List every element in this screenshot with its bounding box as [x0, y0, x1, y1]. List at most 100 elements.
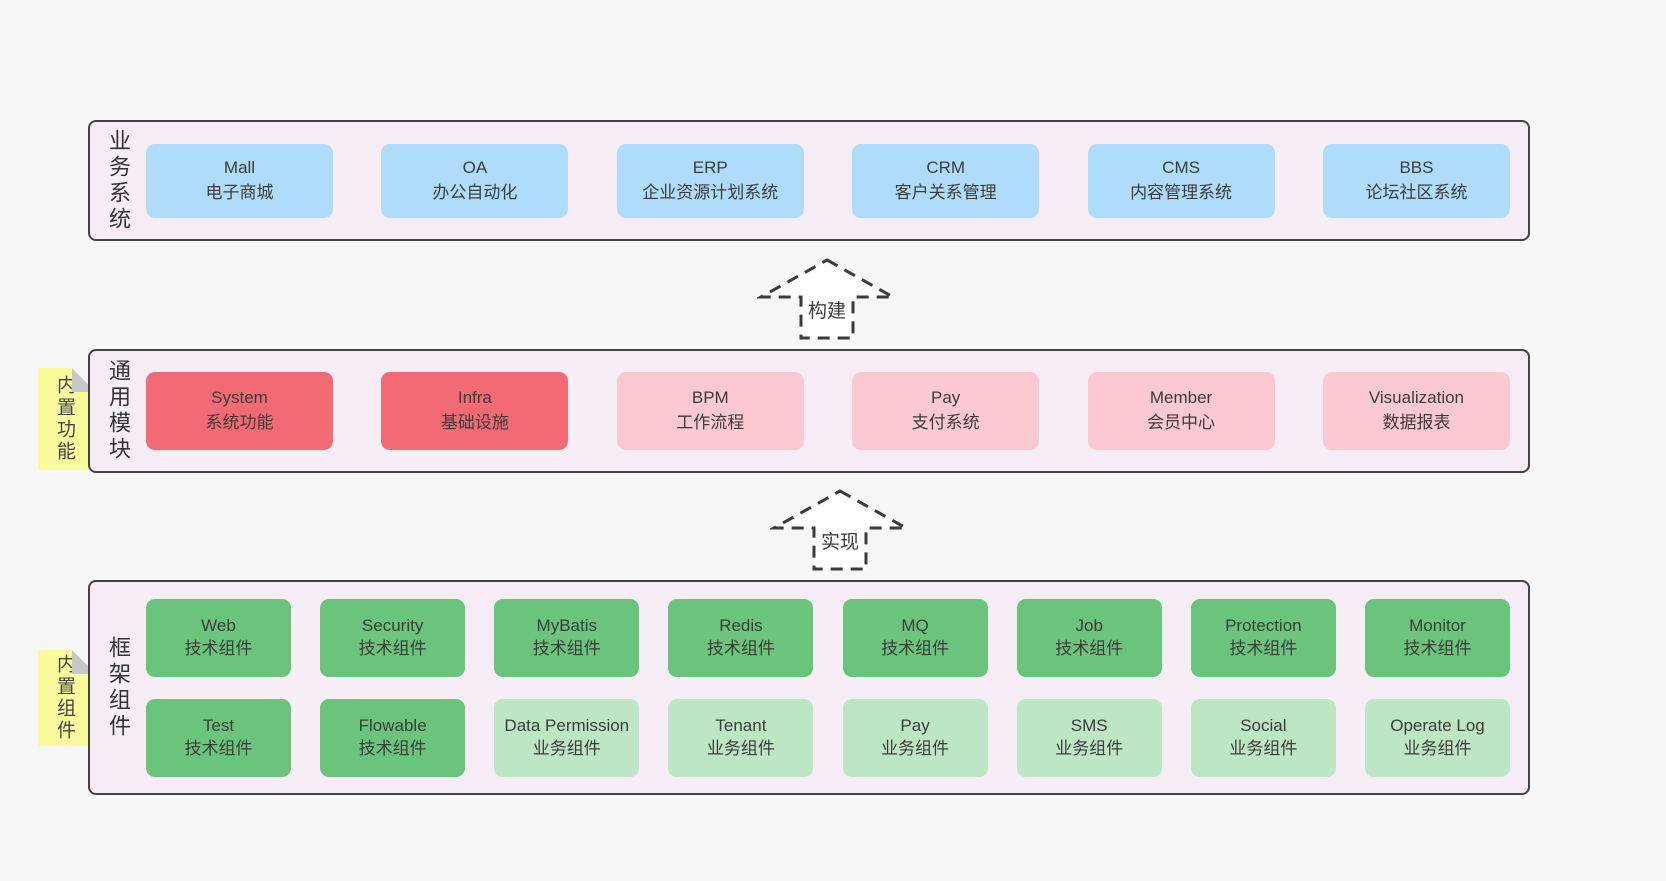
box-protection-name: Protection: [1225, 616, 1302, 636]
sticky-built-in-components-label: 内置组件: [54, 654, 75, 742]
box-visualization-name: Visualization: [1368, 388, 1465, 408]
business-systems-content: Mall 电子商城 OA 办公自动化 ERP 企业资源计划系统 CRM 客户关系…: [146, 122, 1528, 239]
common-modules-label: 通用模块: [106, 359, 131, 463]
box-mall-desc: 电子商城: [205, 182, 274, 202]
box-bpm-name: BPM: [691, 388, 729, 408]
box-bpm: BPM 工作流程: [616, 372, 804, 450]
box-erp-name: ERP: [692, 157, 728, 177]
box-social-desc: 业务组件: [1229, 738, 1298, 758]
box-redis: Redis 技术组件: [668, 598, 814, 677]
box-operate-log-desc: 业务组件: [1403, 738, 1472, 758]
box-web-desc: 技术组件: [184, 638, 253, 658]
box-tenant: Tenant 业务组件: [668, 698, 814, 777]
box-mybatis-name: MyBatis: [536, 616, 598, 636]
box-mybatis-desc: 技术组件: [532, 638, 601, 658]
box-visualization-desc: 数据报表: [1382, 413, 1451, 432]
sticky-built-in-features: 内置功能: [38, 368, 96, 470]
box-member-desc: 会员中心: [1147, 413, 1216, 432]
box-protection: Protection 技术组件: [1190, 598, 1336, 677]
box-bbs-desc: 论坛社区系统: [1365, 182, 1468, 202]
box-oa-desc: 办公自动化: [432, 182, 518, 202]
implement-arrow: 实现: [770, 488, 910, 572]
box-oa-name: OA: [462, 157, 488, 177]
box-test-name: Test: [202, 716, 235, 736]
framework-components-panel: 框架组件 Web 技术组件 Security 技术组件 MyBatis 技术组件…: [88, 580, 1530, 795]
box-sms-name: SMS: [1070, 716, 1108, 736]
box-flowable: Flowable 技术组件: [320, 698, 466, 777]
box-mall-name: Mall: [223, 157, 256, 177]
box-monitor-name: Monitor: [1409, 616, 1466, 636]
box-pay: Pay 支付系统: [852, 372, 1040, 450]
box-job: Job 技术组件: [1016, 598, 1162, 677]
box-pay-biz-name: Pay: [900, 716, 930, 736]
box-job-desc: 技术组件: [1055, 638, 1124, 658]
box-data-permission: Data Permission 业务组件: [494, 698, 640, 777]
box-infra-name: Infra: [457, 388, 492, 408]
box-security: Security 技术组件: [320, 598, 466, 677]
up-arrow-shape: [770, 489, 910, 571]
box-web: Web 技术组件: [146, 598, 291, 677]
box-operate-log-name: Operate Log: [1390, 716, 1485, 736]
up-arrow-shape: [757, 258, 897, 340]
box-member: Member 会员中心: [1087, 372, 1275, 450]
box-sms: SMS 业务组件: [1016, 698, 1162, 777]
box-test-desc: 技术组件: [184, 738, 253, 758]
framework-components-content: Web 技术组件 Security 技术组件 MyBatis 技术组件 Redi…: [146, 582, 1528, 793]
box-monitor: Monitor 技术组件: [1364, 598, 1510, 677]
box-mq-name: MQ: [901, 616, 929, 636]
box-visualization: Visualization 数据报表: [1322, 372, 1510, 450]
box-mall: Mall 电子商城: [146, 143, 333, 218]
business-systems-panel: 业务系统 Mall 电子商城 OA 办公自动化 ERP 企业资源计划系统 CRM…: [88, 120, 1530, 241]
box-monitor-desc: 技术组件: [1403, 638, 1472, 658]
box-data-permission-desc: 业务组件: [532, 738, 601, 758]
box-system-name: System: [211, 388, 268, 408]
box-operate-log: Operate Log 业务组件: [1364, 698, 1510, 777]
box-infra-desc: 基础设施: [440, 413, 509, 432]
build-arrow-label: 构建: [807, 301, 846, 322]
box-crm-name: CRM: [926, 157, 966, 177]
box-infra: Infra 基础设施: [381, 372, 569, 450]
implement-arrow-label: 实现: [820, 532, 859, 553]
box-bbs: BBS 论坛社区系统: [1322, 143, 1510, 218]
box-cms-name: CMS: [1162, 157, 1200, 177]
box-tenant-desc: 业务组件: [706, 738, 775, 758]
box-cms: CMS 内容管理系统: [1087, 143, 1275, 218]
common-modules-panel: 通用模块 System 系统功能 Infra 基础设施 BPM 工作流程 Pay…: [88, 349, 1530, 473]
box-test: Test 技术组件: [146, 698, 291, 777]
box-protection-desc: 技术组件: [1229, 638, 1298, 658]
box-bbs-name: BBS: [1399, 157, 1434, 177]
box-security-name: Security: [361, 616, 424, 636]
box-tenant-name: Tenant: [715, 716, 767, 736]
box-mq-desc: 技术组件: [881, 638, 950, 658]
box-redis-desc: 技术组件: [706, 638, 775, 658]
box-pay-name: Pay: [931, 388, 961, 408]
box-flowable-desc: 技术组件: [358, 738, 427, 758]
box-member-name: Member: [1149, 388, 1213, 408]
box-redis-name: Redis: [719, 616, 763, 636]
sticky-built-in-features-label: 内置功能: [54, 375, 75, 463]
common-modules-content: System 系统功能 Infra 基础设施 BPM 工作流程 Pay 支付系统…: [146, 351, 1528, 471]
box-system: System 系统功能: [146, 372, 333, 450]
box-sms-desc: 业务组件: [1055, 738, 1124, 758]
box-erp-desc: 企业资源计划系统: [642, 182, 779, 202]
box-pay-biz-desc: 业务组件: [881, 738, 950, 758]
box-pay-biz: Pay 业务组件: [842, 698, 988, 777]
box-social: Social 业务组件: [1190, 698, 1336, 777]
box-security-desc: 技术组件: [358, 638, 427, 658]
box-erp: ERP 企业资源计划系统: [616, 143, 804, 218]
framework-row-1: Web 技术组件 Security 技术组件 MyBatis 技术组件 Redi…: [146, 598, 1510, 677]
box-mq: MQ 技术组件: [842, 598, 988, 677]
box-pay-desc: 支付系统: [911, 413, 980, 432]
box-crm-desc: 客户关系管理: [894, 182, 997, 202]
box-flowable-name: Flowable: [358, 716, 427, 736]
box-cms-desc: 内容管理系统: [1130, 182, 1233, 202]
business-systems-label: 业务系统: [106, 128, 131, 233]
box-data-permission-name: Data Permission: [504, 716, 630, 736]
box-job-name: Job: [1075, 616, 1103, 636]
box-crm: CRM 客户关系管理: [852, 143, 1040, 218]
build-arrow: 构建: [757, 257, 897, 341]
box-oa: OA 办公自动化: [381, 143, 569, 218]
framework-components-label: 框架组件: [106, 635, 131, 740]
framework-row-2: Test 技术组件 Flowable 技术组件 Data Permission …: [146, 698, 1510, 777]
